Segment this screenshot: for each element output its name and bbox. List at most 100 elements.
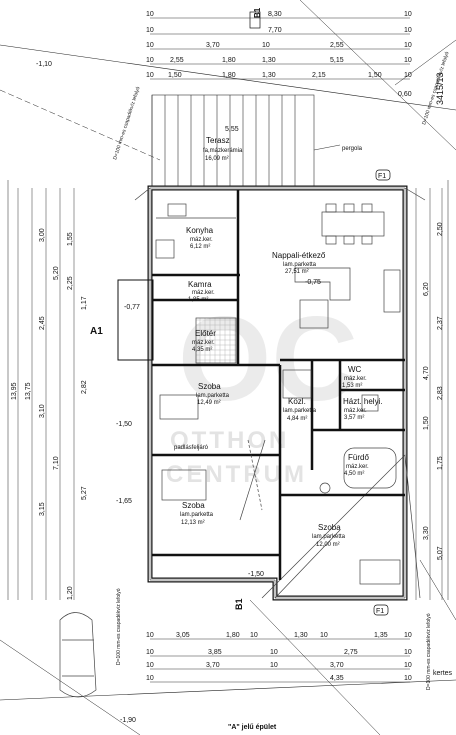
level-mark-6: -1,65 [116, 498, 132, 505]
corridor-floor: lam.parketta [283, 408, 317, 414]
walkway-label: padlásfeljáró [174, 445, 209, 451]
watermark-line1: OTTHON [170, 427, 289, 454]
dim-top-2-4: 10 [404, 42, 412, 49]
dim-bottom-0-0: 10 [146, 632, 154, 639]
living-area: 27,51 m² [285, 269, 309, 275]
dim-left-detail-7: 2,82 [81, 380, 88, 394]
section-b-bottom: B1 [234, 598, 244, 610]
dim-bottom-3-0: 10 [146, 675, 154, 682]
hall-name: Előtér [195, 329, 216, 338]
dim-bottom-0-1: 3,05 [176, 632, 190, 639]
dim-top-0-0: 10 [146, 11, 154, 18]
dim-top-1-2: 10 [404, 27, 412, 34]
living-floor: lam.parketta [283, 262, 317, 268]
dim-left-detail-0: 5,20 [53, 266, 60, 280]
room-terrace: Terasz fa,mázkerámia 16,09 m² 5,55 [203, 126, 243, 162]
dim-left-chain-3: 3,15 [39, 502, 46, 516]
dimension-lines [17, 17, 443, 683]
dim-bottom-1-1: 3,85 [208, 649, 222, 656]
dim-bottom: 10 3,05 1,80 10 1,30 10 1,35 10 10 3,85 … [146, 632, 412, 682]
room-corridor: Közl. lam.parketta 4,84 m² [283, 397, 317, 422]
dim-left-chain-0: 3,00 [39, 228, 46, 242]
dim-top-2-2: 10 [262, 42, 270, 49]
dim-left-overall: 13,95 [11, 382, 18, 400]
level-mark-4: -0,77 [124, 304, 140, 311]
pergola-label: pergola [342, 146, 363, 152]
room-pantry: Kamra máz.ker. 1,85 m² [188, 280, 215, 303]
room-room3: Szoba lam.parketta 12,00 m² [312, 523, 346, 548]
building-caption: "A" jelű épület [228, 724, 277, 731]
hall-area: 4,35 m² [192, 347, 212, 353]
dim-bottom-0-2: 1,80 [226, 632, 240, 639]
dim-right-detail-2: 2,83 [437, 386, 444, 400]
dim-top-3-3: 1,30 [262, 57, 276, 64]
fence-note-right: D=100 mm-es csapadékvíz lefolyó [421, 51, 450, 126]
room3-area: 12,00 m² [316, 542, 340, 548]
dim-top-3-5: 10 [404, 57, 412, 64]
living-level: -0,75 [305, 279, 321, 286]
dim-bottom-1-4: 10 [404, 649, 412, 656]
dim-bottom-0-4: 1,30 [294, 632, 308, 639]
dim-right-chain-2: 1,50 [423, 416, 430, 430]
dim-bottom-0-3: 10 [250, 632, 258, 639]
room-bath: Fürdő máz.ker. 4,50 m² [344, 453, 369, 477]
dim-bottom-0-7: 10 [404, 632, 412, 639]
dim-left-detail-5: 5,27 [81, 486, 88, 500]
dim-left-detail-2: 2,25 [67, 276, 74, 290]
dim-bottom-2-2: 10 [270, 662, 278, 669]
dim-bottom-0-5: 10 [320, 632, 328, 639]
dim-bottom-2-1: 3,70 [206, 662, 220, 669]
dim-right-detail-4: 5,07 [437, 546, 444, 560]
room3-floor: lam.parketta [312, 534, 346, 540]
section-b-top: B1 [253, 7, 262, 18]
level-mark-1: -1,10 [36, 61, 52, 68]
room-living: Nappali-étkező lam.parketta 27,51 m² -0,… [272, 251, 326, 286]
dim-left-detail-4: 1,17 [81, 296, 88, 310]
room-labels: Terasz fa,mázkerámia 16,09 m² 5,55 Konyh… [174, 126, 383, 548]
interior-walls [152, 190, 405, 580]
pantry-name: Kamra [188, 280, 212, 289]
lot-number: 3415/13 [435, 72, 445, 105]
car-outline [59, 612, 97, 698]
corridor-area: 4,84 m² [287, 416, 307, 422]
dim-left-inner: 13,75 [25, 382, 32, 400]
dim-left-chain-1: 2,45 [39, 316, 46, 330]
terrace-name: Terasz [206, 136, 230, 145]
utility-name: Házt. helyi. [343, 397, 383, 406]
section-f-bottom: F1 [376, 608, 384, 615]
fence-note-left: D=100 mm-es csapadékvíz lefolyó [112, 86, 141, 161]
section-a: A1 [90, 326, 103, 337]
dim-left-detail-6: 1,20 [67, 586, 74, 600]
level-mark-5: -1,50 [116, 421, 132, 428]
dim-top-4-4: 2,15 [312, 72, 326, 79]
section-f-top: F1 [378, 173, 386, 180]
bath-floor: máz.ker. [346, 464, 369, 470]
room2-name: Szoba [182, 501, 205, 510]
dim-top-4-0: 10 [146, 72, 154, 79]
dim-top-3-2: 1,80 [222, 57, 236, 64]
pantry-floor: máz.ker. [192, 290, 215, 296]
dim-top-3-1: 2,55 [170, 57, 184, 64]
kitchen-area: 6,12 m² [190, 244, 210, 250]
dim-top-2-0: 10 [146, 42, 154, 49]
dim-bottom-2-3: 3,70 [330, 662, 344, 669]
dim-right-chain-0: 6,20 [423, 282, 430, 296]
terrace-floor: fa,mázkerámia [203, 148, 243, 154]
dim-right-chain-1: 4,70 [423, 366, 430, 380]
dim-right-detail-3: 1,75 [437, 456, 444, 470]
room-wc: WC máz.ker. 1,53 m² [342, 365, 367, 389]
fence-note-bottom-right: D=100 mm-es csapadékvíz lefolyó [426, 613, 432, 690]
dim-left-detail-1: 1,55 [67, 232, 74, 246]
corridor-name: Közl. [288, 397, 306, 406]
utility-floor: máz.ker. [344, 408, 367, 414]
dim-bottom-3-1: 4,35 [330, 675, 344, 682]
dim-top-4-2: 1,80 [222, 72, 236, 79]
dim-top-4-5: 1,50 [368, 72, 382, 79]
dim-bottom-2-0: 10 [146, 662, 154, 669]
room2-floor: lam.parketta [180, 512, 214, 518]
terrace-pergola [151, 94, 341, 191]
bath-name: Fürdő [348, 453, 369, 462]
dim-right-chain-3: 3,30 [423, 526, 430, 540]
dim-top: 10 8,30 10 10 7,70 10 10 3,70 10 2,55 10… [146, 11, 412, 79]
